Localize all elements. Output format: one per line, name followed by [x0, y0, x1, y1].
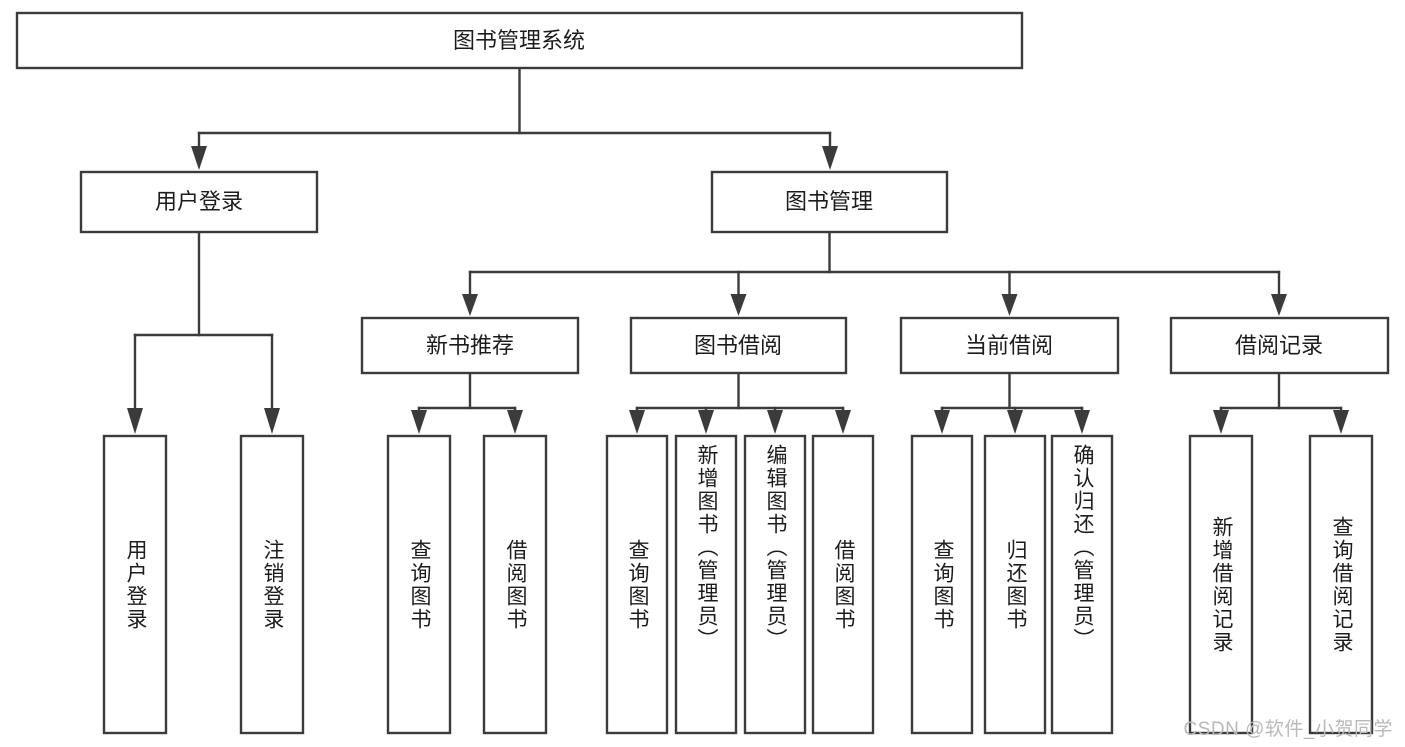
node-leaf-add-book-box[interactable] [674, 434, 738, 735]
node-borrow-record-label: 借阅记录 [1235, 333, 1323, 358]
node-root[interactable]: 图书管理系统 [15, 11, 1024, 70]
arrow-user-login [191, 146, 207, 170]
arrow-book-manage [822, 146, 838, 170]
arrow-book-borrow [730, 294, 747, 316]
node-leaf-user-login-box[interactable] [102, 434, 168, 735]
node-leaf-edit-book-box[interactable] [743, 434, 807, 735]
arrow-leaf-confirm-return [1074, 410, 1090, 434]
node-borrow-record-box[interactable] [1169, 316, 1390, 375]
node-leaf-query-book-borrow-box[interactable] [605, 434, 669, 735]
node-current-borrow-box[interactable] [899, 316, 1120, 375]
node-user-login-label: 用户登录 [155, 189, 243, 214]
node-book-borrow-label: 图书借阅 [694, 333, 782, 358]
node-current-borrow-label: 当前借阅 [965, 333, 1053, 358]
arrow-new-book-recommend [462, 294, 478, 316]
arrow-leaf-return-book [1007, 410, 1023, 434]
arrow-leaf-borrow-book-rec [507, 410, 523, 434]
csdn-watermark: CSDN @软件_小贺同学 [1183, 719, 1393, 740]
arrow-leaf-query-record [1333, 410, 1349, 434]
node-book-manage-box[interactable] [710, 170, 949, 234]
connectors-layer [127, 66, 1349, 434]
node-leaf-confirm-return-box[interactable] [1050, 434, 1114, 735]
node-leaf-logout-box[interactable] [239, 434, 305, 735]
arrow-leaf-query-book-rec [411, 410, 427, 434]
node-new-book-recommend-box[interactable] [360, 316, 580, 375]
arrow-leaf-logout [264, 408, 280, 434]
arrow-borrow-record [1271, 294, 1287, 316]
node-book-manage[interactable]: 图书管理 [710, 170, 949, 234]
node-new-book-recommend-label: 新书推荐 [426, 333, 514, 358]
node-user-login-box[interactable] [79, 170, 319, 234]
node-leaf-borrow-book-box[interactable] [811, 434, 875, 735]
node-book-manage-label: 图书管理 [785, 189, 873, 214]
node-leaf-add-record-box[interactable] [1188, 434, 1254, 735]
node-user-login[interactable]: 用户登录 [79, 170, 319, 234]
arrow-leaf-query-book-borrow [629, 410, 645, 434]
arrow-leaf-add-book [698, 410, 714, 434]
arrow-current-borrow [1001, 294, 1018, 316]
node-leaf-query-book-rec-box[interactable] [386, 434, 452, 735]
arrow-leaf-borrow-book [835, 410, 851, 434]
node-current-borrow[interactable]: 当前借阅 [899, 316, 1120, 375]
arrow-leaf-query-book-current [934, 410, 950, 434]
node-book-borrow-box[interactable] [629, 316, 848, 375]
node-leaf-return-book-box[interactable] [983, 434, 1047, 735]
leaf-boxes-layer [102, 434, 1374, 735]
node-leaf-borrow-book-rec-box[interactable] [482, 434, 548, 735]
arrow-leaf-edit-book [767, 410, 783, 434]
arrow-leaf-add-record [1213, 410, 1229, 434]
node-new-book-recommend[interactable]: 新书推荐 [360, 316, 580, 375]
node-book-borrow[interactable]: 图书借阅 [629, 316, 848, 375]
arrow-leaf-user-login [127, 408, 143, 434]
node-leaf-query-record-box[interactable] [1308, 434, 1374, 735]
node-leaf-query-book-current-box[interactable] [910, 434, 974, 735]
node-root-box[interactable] [15, 11, 1024, 70]
node-root-label: 图书管理系统 [453, 28, 585, 53]
node-borrow-record[interactable]: 借阅记录 [1169, 316, 1390, 375]
